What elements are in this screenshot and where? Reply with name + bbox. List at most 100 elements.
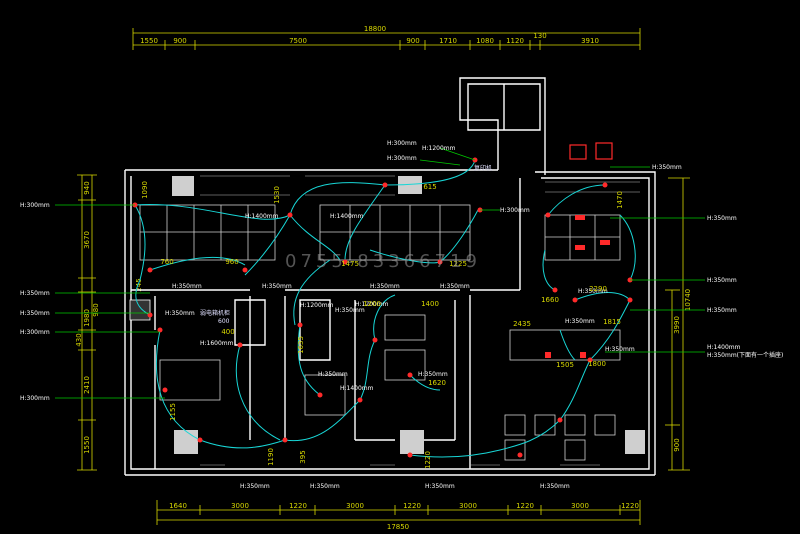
h-label-ws-2: H:1400mm <box>330 213 364 220</box>
interior-dimensions: 1090 1530 615 760 960 1475 1225 1660 243… <box>141 181 624 469</box>
h-label-mid-3: H:350mm <box>335 307 365 314</box>
int-dim-8: 1660 <box>541 296 559 304</box>
h-label-ws-6: H:350mm <box>440 283 470 290</box>
h-label-room-1: H:350mm <box>578 288 608 295</box>
bottom-dim-1: 1640 <box>169 502 187 510</box>
h-label-right-2: H:350mm <box>707 215 737 222</box>
h-label-ws-1: H:1400mm <box>245 213 279 220</box>
int-dim-21: 2290 <box>589 285 607 293</box>
workstations <box>139 204 621 461</box>
bottom-dim-4: 3000 <box>346 502 364 510</box>
outlets <box>132 142 633 458</box>
left-dim-3: 245 <box>135 278 143 291</box>
cabinet-size-label: 600 <box>218 318 230 325</box>
right-dim-labels: 10740 3990 900 <box>673 289 692 452</box>
h-label-right-note: H:350mm(下面有一个插座) <box>707 351 783 359</box>
bottom-dim-7: 1220 <box>516 502 534 510</box>
right-dimension-chain <box>665 177 690 471</box>
cabinet-label: 弱电箱机柜 <box>200 309 230 317</box>
h-label-right-note-top: H:1400mm <box>707 344 741 351</box>
h-label-office-2: H:1600mm <box>200 340 234 347</box>
top-dimension-chain <box>132 28 641 50</box>
bottom-dimension-chain <box>156 500 641 525</box>
int-dim-12: 1620 <box>428 379 446 387</box>
int-dim-4: 760 <box>160 258 173 266</box>
h-label-office-5: H:350mm <box>418 371 448 378</box>
h-label-office-4: H:1400mm <box>340 385 374 392</box>
label-leaders <box>55 147 705 399</box>
h-label-bottom-3: H:350mm <box>425 483 455 490</box>
h-label-mid-2: H:1200mm <box>355 301 389 308</box>
h-label-bottom-4: H:350mm <box>540 483 570 490</box>
h-label-ws-5: H:350mm <box>370 283 400 290</box>
h-label-bottom-2: H:350mm <box>310 483 340 490</box>
right-dim-3: 900 <box>673 438 681 451</box>
int-dim-15: 1190 <box>267 448 275 466</box>
left-dim-5: 980 <box>92 303 100 316</box>
h-label-ws-4: H:350mm <box>262 283 292 290</box>
watermark-phone: 0755-83366719 <box>285 251 481 272</box>
int-dim-3: 615 <box>423 183 436 191</box>
walls <box>124 77 656 476</box>
h-label-right-4: H:350mm <box>707 307 737 314</box>
left-dim-7: 2410 <box>83 376 91 394</box>
top-total-dimension: 18800 <box>364 25 386 33</box>
bottom-dim-3: 1220 <box>289 502 307 510</box>
wiring-routes <box>134 159 636 458</box>
int-dim-6: 1475 <box>341 260 359 268</box>
h-label-ws-3: H:350mm <box>172 283 202 290</box>
top-dim-3: 7500 <box>289 37 307 45</box>
h-label-right-3: H:350mm <box>707 277 737 284</box>
int-dim-5: 960 <box>225 258 238 266</box>
h-label-right-1: H:350mm <box>652 164 682 171</box>
h-label-office-1: H:350mm <box>165 310 195 317</box>
bottom-dim-8: 3000 <box>571 502 589 510</box>
h-label-top-3: H:300mm <box>387 155 417 162</box>
h-label-bottom-1: H:350mm <box>240 483 270 490</box>
h-label-left-2: H:350mm <box>20 290 50 297</box>
left-dim-4: 1980 <box>83 309 91 327</box>
int-dim-7: 1225 <box>449 260 467 268</box>
int-dim-16: 395 <box>299 450 307 463</box>
h-label-office-3: H:350mm <box>318 371 348 378</box>
top-dim-7: 1120 <box>506 37 524 45</box>
left-dimension-chain <box>77 174 97 471</box>
int-dim-14: 1635 <box>297 336 305 354</box>
bottom-dim-5: 1220 <box>403 502 421 510</box>
int-dim-13: 1155 <box>169 403 177 421</box>
left-dim-1: 940 <box>83 181 91 194</box>
right-dim-1: 10740 <box>684 289 692 311</box>
left-dim-labels: 940 3670 245 1980 980 430 2410 1550 <box>75 181 143 454</box>
copier-label: 复印机 <box>474 164 492 172</box>
h-label-left-4: H:300mm <box>20 329 50 336</box>
top-dim-2: 900 <box>173 37 186 45</box>
h-label-left-5: H:300mm <box>20 395 50 402</box>
h-label-room-2: H:350mm <box>565 318 595 325</box>
top-dim-6: 1080 <box>476 37 494 45</box>
bottom-dim-2: 3000 <box>231 502 249 510</box>
int-dim-22: 1800 <box>588 360 606 368</box>
top-dim-1: 1550 <box>140 37 158 45</box>
bottom-total-dimension: 17850 <box>387 523 409 531</box>
right-dim-2: 3990 <box>673 316 681 334</box>
left-dim-6: 430 <box>75 333 83 346</box>
left-dim-8: 1550 <box>83 436 91 454</box>
int-dim-2: 1530 <box>273 186 281 204</box>
int-dim-10: 1815 <box>603 318 621 326</box>
height-labels: H:300mm H:350mm H:350mm H:300mm H:300mm … <box>20 140 783 490</box>
left-dim-2: 3670 <box>83 231 91 249</box>
top-dim-5: 1710 <box>439 37 457 45</box>
h-label-room-3: H:350mm <box>605 346 635 353</box>
columns <box>129 176 645 454</box>
bottom-dim-6: 3000 <box>459 502 477 510</box>
h-label-mid-1: H:1200mm <box>300 302 334 309</box>
window-strips <box>200 175 640 466</box>
bottom-dim-9: 1220 <box>621 502 639 510</box>
int-dim-18: 1400 <box>421 300 439 308</box>
int-dim-20: 1470 <box>616 191 624 209</box>
h-label-left-1: H:300mm <box>20 202 50 209</box>
int-dim-9: 2435 <box>513 320 531 328</box>
int-dim-19: 400 <box>221 328 234 336</box>
